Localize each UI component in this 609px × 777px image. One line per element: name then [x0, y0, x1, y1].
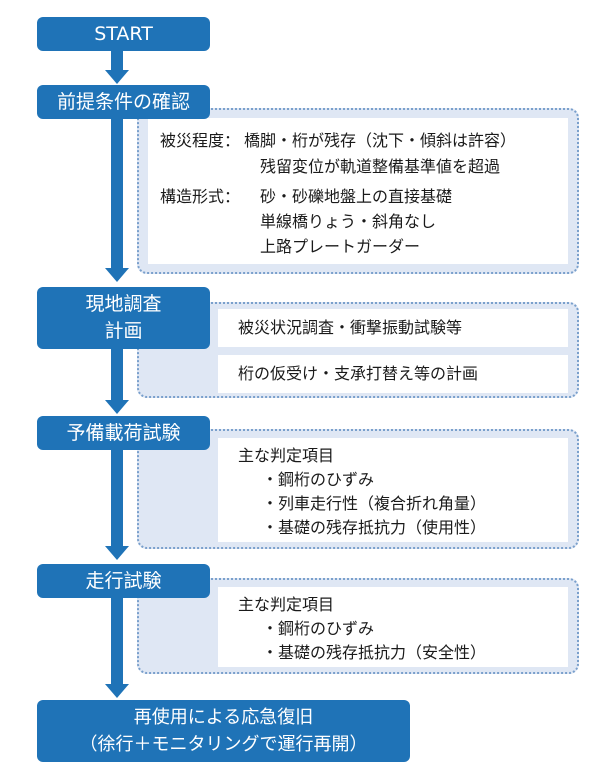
step4-content: 主な判定項目 ・鋼桁のひずみ ・基礎の残存抵抗力（安全性）	[218, 587, 568, 667]
step2-item-1: 被災状況調査・衝撃振動試験等	[218, 309, 568, 347]
structure-line-1: 砂・砂礫地盤上の直接基礎	[260, 187, 453, 206]
step4-box: 走行試験	[37, 564, 210, 598]
flow-arrow	[105, 400, 129, 414]
step3-item-3: ・基礎の残存抵抗力（使用性）	[262, 518, 487, 537]
flow-arrow	[105, 70, 129, 84]
step3-content: 主な判定項目 ・鋼桁のひずみ ・列車走行性（複合折れ角量） ・基礎の残存抵抗力（…	[218, 438, 568, 542]
step2-title-line-1: 現地調査	[85, 293, 162, 315]
flow-arrow	[105, 268, 129, 282]
step2-content: 被災状況調査・衝撃振動試験等 桁の仮受け・支承打替え等の計画	[218, 309, 568, 393]
flow-connector	[111, 50, 123, 72]
structure-line-3: 上路プレートガーダー	[260, 237, 421, 256]
step2-item-1-text: 被災状況調査・衝撃振動試験等	[238, 318, 463, 337]
step3-item-1: ・鋼桁のひずみ	[262, 470, 375, 489]
step4-item-2: ・基礎の残存抵抗力（安全性）	[262, 643, 487, 662]
damage-line-2: 残留変位が軌道整備基準値を超過	[260, 157, 501, 176]
step2-item-2: 桁の仮受け・支承打替え等の計画	[218, 355, 568, 393]
damage-label: 被災程度：	[160, 131, 241, 150]
structure-label: 構造形式：	[160, 187, 241, 206]
flow-connector	[111, 450, 123, 548]
flow-connector	[111, 594, 123, 686]
damage-line-1: 橋脚・桁が残存（沈下・傾斜は許容）	[244, 131, 517, 150]
step4-heading: 主な判定項目	[238, 595, 335, 614]
step1-content: 被災程度： 橋脚・桁が残存（沈下・傾斜は許容） 残留変位が軌道整備基準値を超過 …	[148, 118, 568, 264]
end-box: 再使用による応急復旧 （徐行＋モニタリングで運行再開）	[37, 700, 410, 762]
step2-title-line-2: 計画	[104, 320, 143, 342]
end-line-1: 再使用による応急復旧	[133, 707, 314, 728]
step4-item-1: ・鋼桁のひずみ	[262, 619, 375, 638]
step3-title: 予備載荷試験	[66, 421, 181, 444]
step1-box: 前提条件の確認	[37, 85, 210, 119]
flow-connector	[111, 118, 123, 268]
step3-box: 予備載荷試験	[37, 416, 210, 450]
flow-arrow	[105, 546, 129, 560]
step3-item-2: ・列車走行性（複合折れ角量）	[262, 494, 487, 513]
start-box: START	[37, 17, 210, 51]
flow-connector	[111, 348, 123, 400]
step1-title: 前提条件の確認	[56, 90, 190, 113]
step2-box: 現地調査 計画	[37, 287, 210, 349]
structure-line-2: 単線橋りょう・斜角なし	[260, 212, 437, 231]
step2-item-2-text: 桁の仮受け・支承打替え等の計画	[238, 364, 479, 383]
start-label: START	[94, 22, 153, 45]
step3-heading: 主な判定項目	[238, 446, 335, 465]
end-line-2: （徐行＋モニタリングで運行再開）	[79, 734, 368, 755]
flow-arrow	[105, 684, 129, 698]
step4-title: 走行試験	[85, 569, 162, 592]
